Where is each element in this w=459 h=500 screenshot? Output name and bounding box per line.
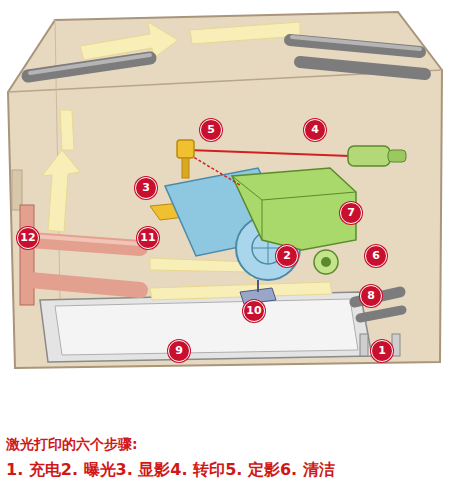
paper-path (190, 22, 300, 44)
callout-number: 9 (168, 340, 190, 362)
tray-spring (360, 334, 368, 356)
cartridge-edge (232, 176, 356, 200)
callout-number: 6 (365, 245, 387, 267)
paper-path (150, 282, 332, 300)
paper-path-arrow (80, 22, 178, 60)
callout-number: 11 (137, 227, 159, 249)
output-roller (300, 62, 425, 74)
step-list: 1. 充电2. 曝光3. 显影4. 转印5. 定影6. 清洁 (6, 460, 456, 481)
fuser-plate (20, 205, 34, 305)
callout-number: 10 (243, 300, 265, 322)
printer-illustration (0, 0, 459, 430)
tray-spring (392, 334, 400, 356)
callout-number: 3 (135, 177, 157, 199)
caption: 激光打印的六个步骤: (6, 436, 456, 454)
paper-path-arrow (42, 150, 80, 232)
callout-number: 12 (17, 227, 39, 249)
output-roller (28, 58, 150, 76)
roller-hub (321, 257, 331, 267)
callout-number: 1 (371, 340, 393, 362)
callout-number: 7 (340, 202, 362, 224)
side-vent (12, 170, 22, 210)
callout-number: 2 (276, 245, 298, 267)
callout-number: 5 (200, 119, 222, 141)
callout-number: 4 (304, 119, 326, 141)
laser-scan (190, 155, 240, 185)
paper-path (60, 110, 74, 150)
feed-roller (360, 310, 402, 318)
roller-highlight (32, 236, 140, 244)
paper-tray (40, 292, 372, 362)
mirror-block (177, 140, 194, 158)
mirror-post (182, 158, 189, 178)
cartridge-edge (262, 200, 263, 240)
callout-number: 8 (360, 285, 382, 307)
fuser-roller (30, 280, 140, 290)
printer-body (8, 12, 442, 368)
laser-lens (388, 150, 406, 162)
laser-unit (348, 146, 390, 166)
roller-highlight (292, 37, 420, 49)
paper-stack (55, 299, 358, 355)
pickup-arm (257, 280, 259, 292)
roller-highlight (30, 55, 150, 73)
developer-roller (314, 250, 338, 274)
toner-cartridge (232, 168, 356, 250)
laser-beam (188, 150, 350, 156)
